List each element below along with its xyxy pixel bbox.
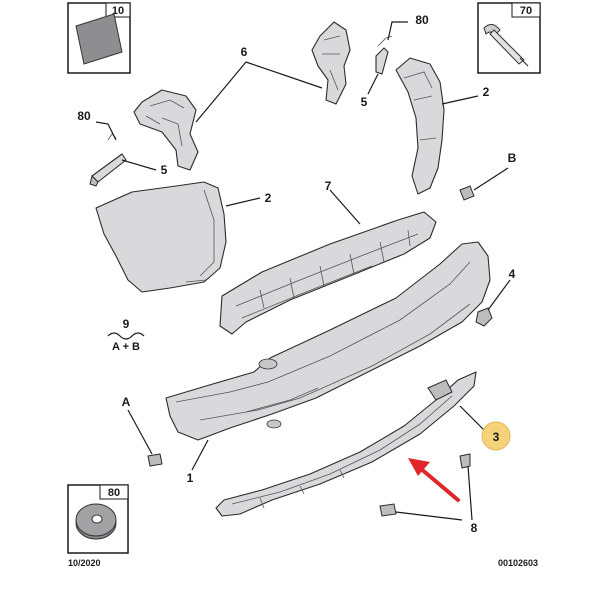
washer-icon — [75, 503, 117, 540]
fasteners — [147, 185, 493, 517]
footer-code: 00102603 — [498, 558, 538, 568]
inset-80-tab — [99, 484, 129, 500]
part-1-bumper — [165, 241, 491, 441]
inset-10-number: 10 — [112, 5, 124, 17]
left-bracket-shape — [133, 89, 199, 171]
left-side-panel — [95, 181, 227, 293]
absorber-shape — [219, 211, 437, 335]
left-clip-strip — [91, 153, 127, 183]
part-6-brackets — [133, 21, 351, 171]
inset-70: 70 — [477, 2, 541, 74]
part-5-clips — [89, 35, 393, 187]
part-3-highlight-circle — [481, 421, 511, 451]
right-bracket-shape — [311, 21, 351, 105]
inset-80: 80 — [67, 484, 129, 554]
clip-8-upper — [459, 453, 471, 469]
part-2-side-panels — [95, 57, 445, 293]
footer-date: 10/2020 — [68, 558, 101, 568]
label-1: 1 — [187, 471, 194, 485]
red-arrow-icon — [408, 458, 460, 502]
label-7: 7 — [325, 179, 332, 193]
label-2-left: 2 — [265, 191, 272, 205]
bumper-shape — [165, 241, 491, 441]
label-2-top: 2 — [483, 85, 490, 99]
label-6: 6 — [241, 45, 248, 59]
label-9-sub: A + B — [112, 341, 140, 353]
callout-lines — [95, 21, 511, 521]
clip-b — [459, 185, 475, 201]
clip-8-lower — [379, 503, 397, 517]
label-8: 8 — [471, 521, 478, 535]
label-5-left: 5 — [161, 163, 168, 177]
inset-70-tab — [511, 2, 541, 18]
inset-80-number: 80 — [108, 487, 120, 499]
clip-4 — [475, 307, 493, 327]
inset-10: 10 — [67, 2, 131, 74]
clip-a — [147, 453, 163, 467]
labels: 80 6 5 2 80 5 B 2 7 4 9 A + B A 1 3 8 — [77, 13, 516, 535]
top-clip-strip — [375, 47, 389, 75]
part-3-diffuser — [215, 371, 477, 517]
label-9: 9 — [123, 317, 130, 331]
label-a: A — [122, 395, 131, 409]
right-side-panel — [395, 57, 445, 195]
rivet-icon — [483, 24, 529, 67]
inset-10-tab — [105, 2, 131, 18]
label-3: 3 — [493, 430, 500, 444]
inset-70-number: 70 — [520, 5, 532, 17]
label-4: 4 — [509, 267, 516, 281]
part-7-absorber — [219, 211, 437, 335]
label-80-top: 80 — [415, 13, 429, 27]
label-80-left: 80 — [77, 109, 91, 123]
label-5-top: 5 — [361, 95, 368, 109]
label-b: B — [508, 151, 517, 165]
adhesive-pad-icon — [75, 13, 123, 65]
